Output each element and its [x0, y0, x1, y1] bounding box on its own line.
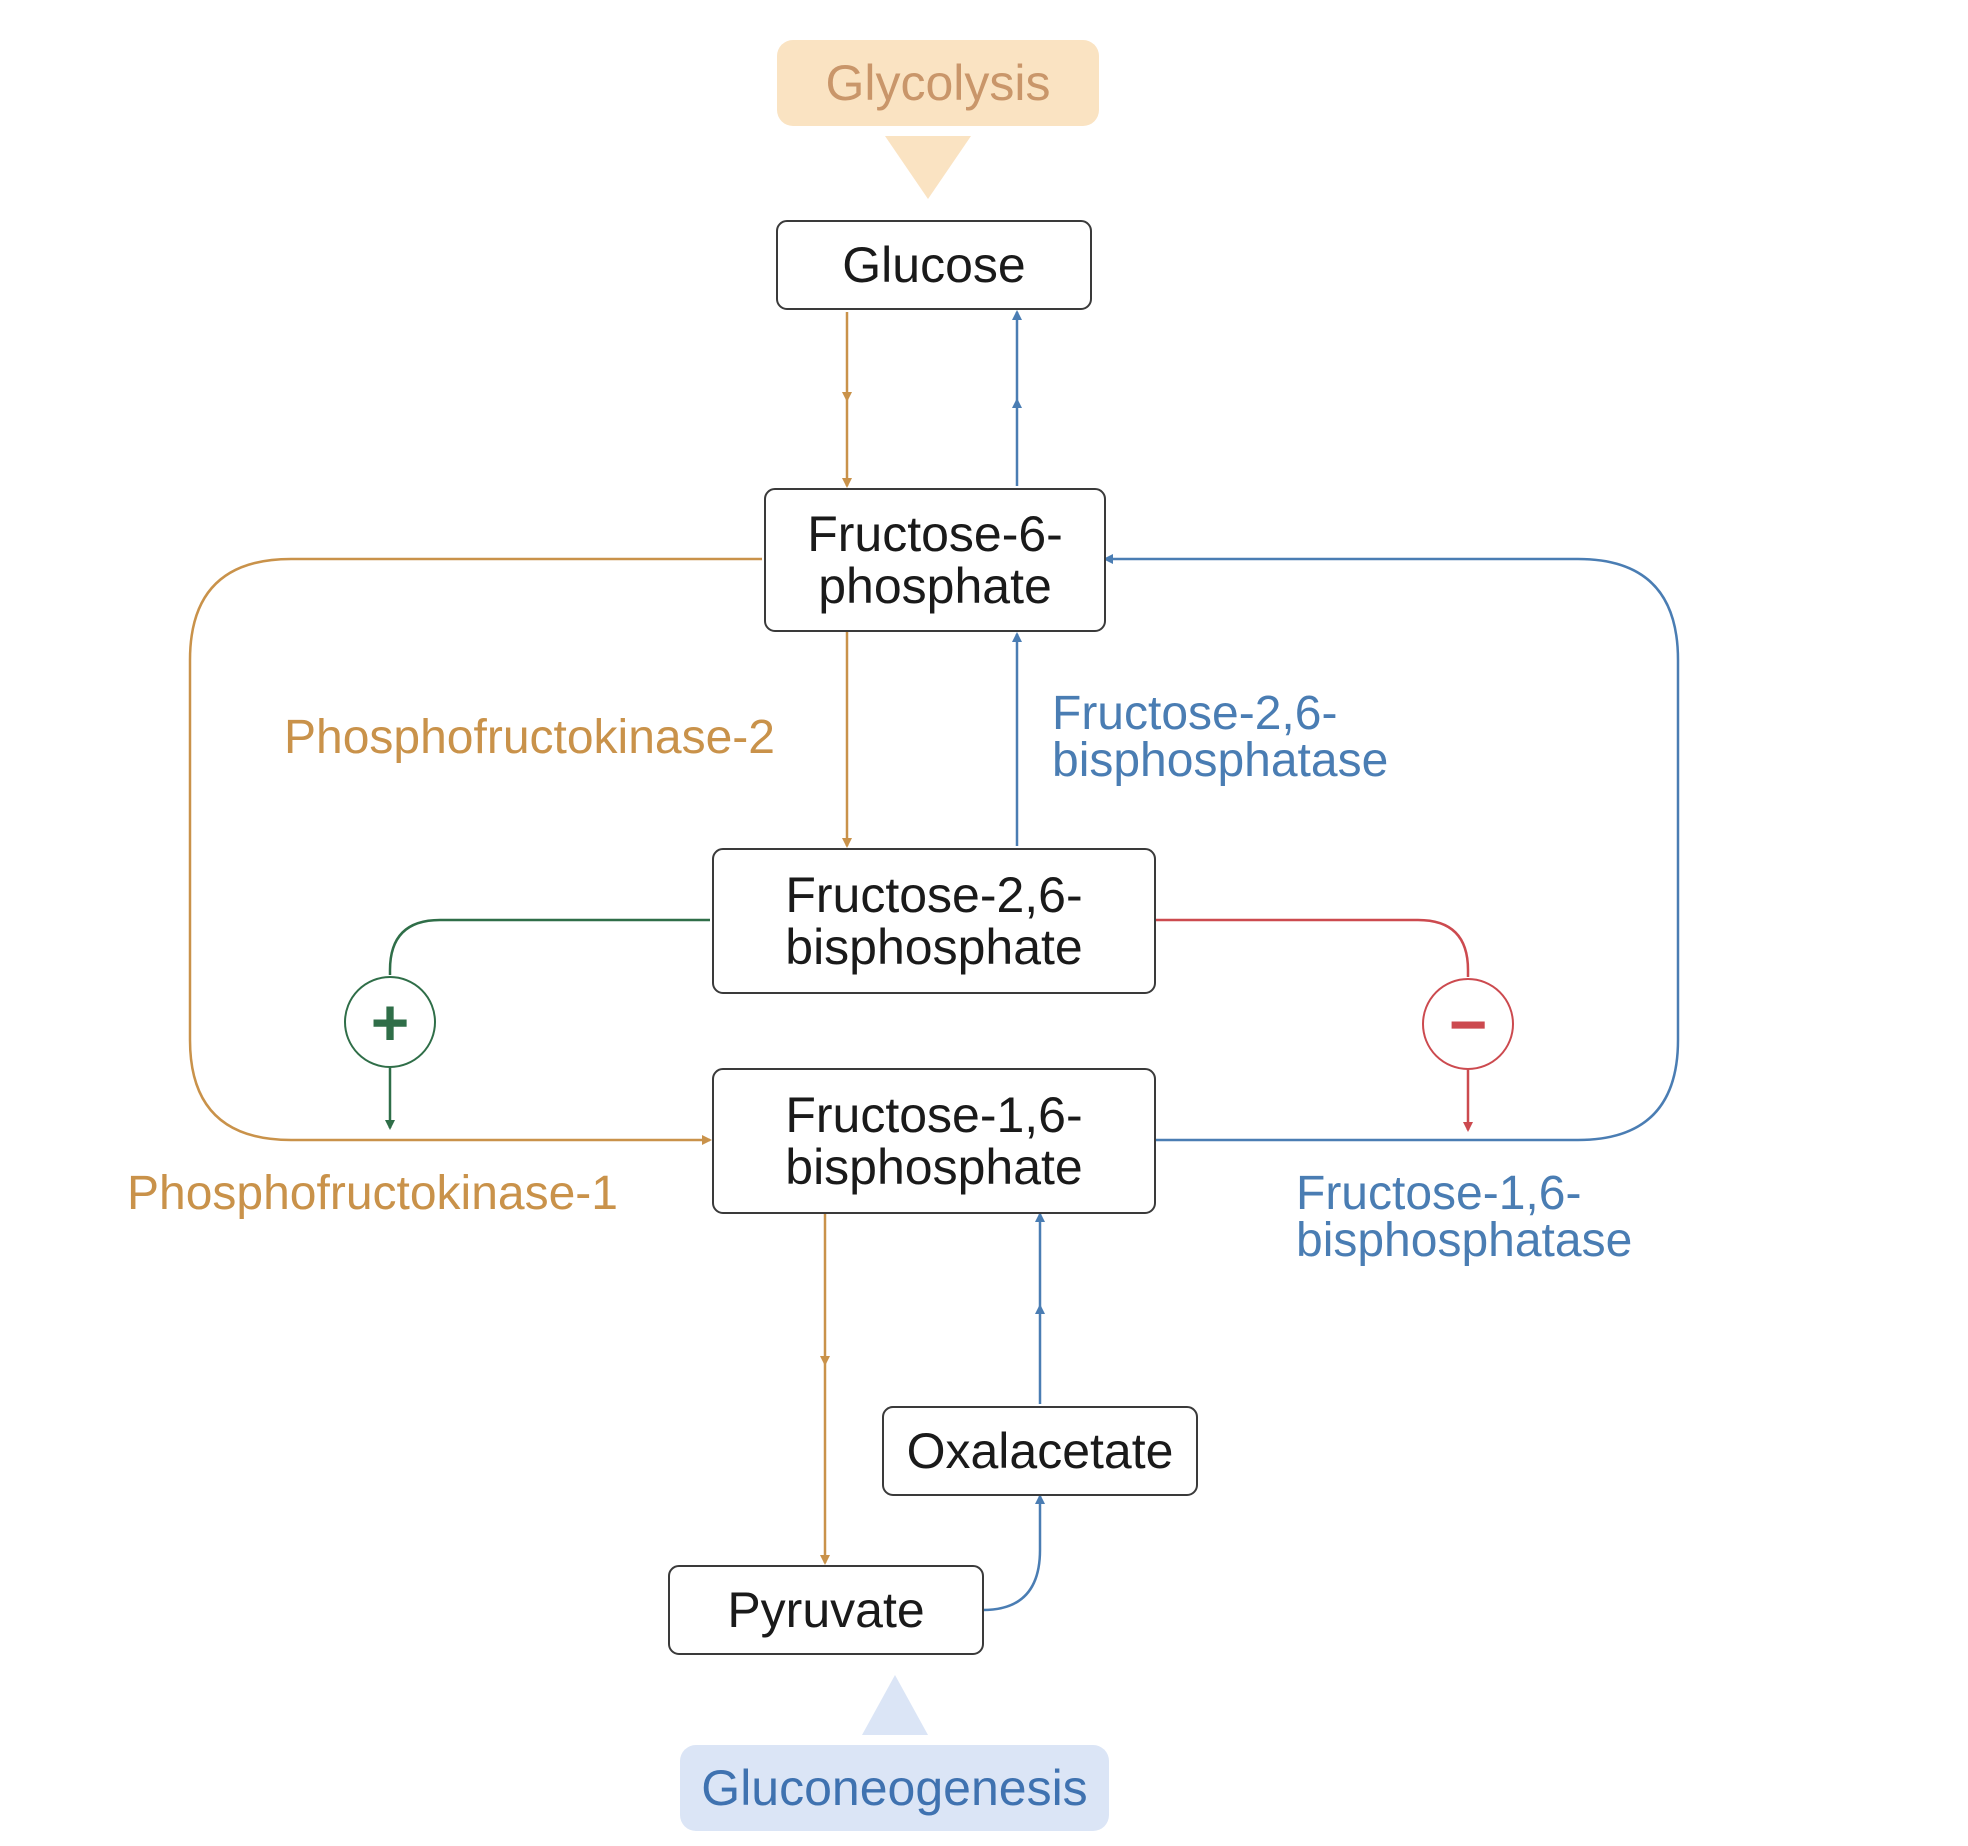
arrow-f16bp-to-f6p — [1103, 554, 1680, 1142]
glycolysis-pointer — [885, 136, 971, 199]
node-f16bp-line-1: Fructose-1,6- — [785, 1087, 1083, 1143]
node-f26bp-line-1: Fructose-2,6- — [785, 867, 1083, 923]
enzyme-f16bpase-line-1: Fructose-1,6- — [1296, 1167, 1582, 1220]
node-glucose-label: Glucose — [842, 237, 1026, 293]
node-f6p-line-2: phosphate — [818, 558, 1052, 614]
activation-plus-icon: + — [344, 976, 436, 1068]
arrow-pyruvate-to-oxalacetate — [982, 1494, 1045, 1612]
enzyme-label-fructose-2-6-bisphosphatase: Fructose-2,6- bisphosphatase — [1052, 687, 1389, 787]
node-fructose-6-phosphate: Fructose-6- phosphate — [764, 488, 1106, 632]
enzyme-label-phosphofructokinase-2: Phosphofructokinase-2 — [284, 711, 775, 764]
node-f26bp-line-2: bisphosphate — [785, 919, 1083, 975]
arrow-f6p-to-f16bp — [188, 557, 762, 1145]
node-pyruvate: Pyruvate — [668, 1565, 984, 1655]
activation-line — [388, 918, 710, 975]
node-oxalacetate-label: Oxalacetate — [906, 1423, 1174, 1479]
node-f6p-line-1: Fructose-6- — [807, 506, 1063, 562]
gluconeogenesis-label: Gluconeogenesis — [701, 1760, 1088, 1816]
activation-sign: + — [370, 985, 410, 1059]
node-pyruvate-label: Pyruvate — [727, 1582, 925, 1638]
glycolysis-banner: Glycolysis — [777, 40, 1099, 126]
gluconeogenesis-banner: Gluconeogenesis — [680, 1745, 1109, 1831]
enzyme-label-phosphofructokinase-1: Phosphofructokinase-1 — [127, 1167, 618, 1220]
enzyme-f26bpase-line-2: bisphosphatase — [1052, 734, 1389, 787]
node-glucose: Glucose — [776, 220, 1092, 310]
enzyme-f16bpase-line-2: bisphosphatase — [1296, 1214, 1633, 1267]
inhibition-sign: − — [1448, 987, 1488, 1061]
enzyme-f26bpase-line-1: Fructose-2,6- — [1052, 687, 1338, 740]
node-fructose-1-6-bisphosphate: Fructose-1,6- bisphosphate — [712, 1068, 1156, 1214]
gluconeogenesis-pointer — [862, 1675, 928, 1735]
node-f16bp-line-2: bisphosphate — [785, 1139, 1083, 1195]
node-fructose-2-6-bisphosphate: Fructose-2,6- bisphosphate — [712, 848, 1156, 994]
inhibition-minus-icon: − — [1422, 978, 1514, 1070]
inhibition-line — [1153, 918, 1470, 977]
enzyme-label-fructose-1-6-bisphosphatase: Fructose-1,6- bisphosphatase — [1296, 1167, 1633, 1267]
node-oxalacetate: Oxalacetate — [882, 1406, 1198, 1496]
glycolysis-label: Glycolysis — [825, 55, 1051, 111]
